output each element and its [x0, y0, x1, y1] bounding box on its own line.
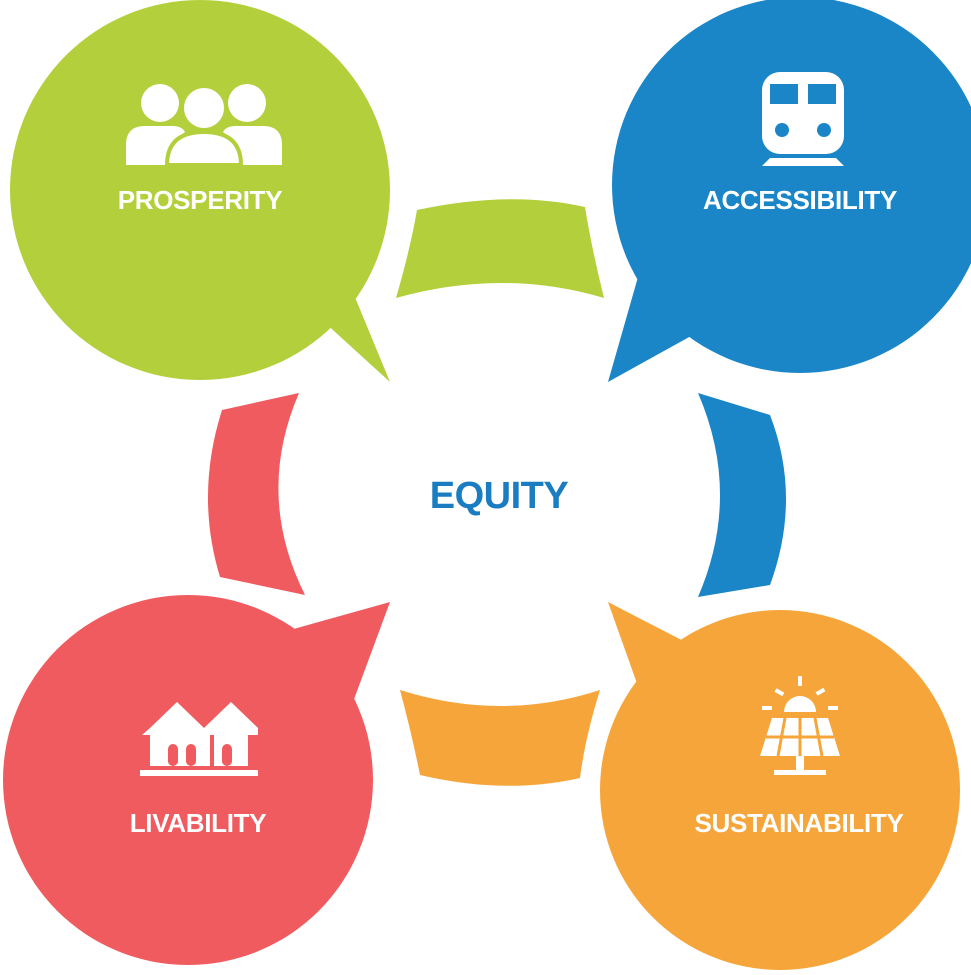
solar-panel-icon	[760, 676, 840, 775]
houses-icon	[140, 702, 258, 776]
connector-arc-bottom	[400, 690, 600, 786]
people-group-icon	[126, 84, 282, 167]
bubble-sustainability	[600, 602, 960, 970]
center-label-equity: EQUITY	[430, 475, 569, 517]
connector-arc-left	[207, 393, 305, 595]
label-sustainability: SUSTAINABILITY	[694, 808, 903, 838]
label-prosperity: PROSPERITY	[118, 185, 283, 215]
connector-arc-right	[698, 393, 786, 597]
label-livability: LIVABILITY	[130, 808, 267, 838]
label-accessibility: ACCESSIBILITY	[703, 185, 897, 215]
connector-arc-top	[396, 199, 604, 298]
bubble-accessibility	[608, 0, 971, 382]
bubble-livability	[3, 595, 390, 965]
train-icon	[762, 72, 844, 166]
bubble-prosperity	[10, 0, 390, 382]
